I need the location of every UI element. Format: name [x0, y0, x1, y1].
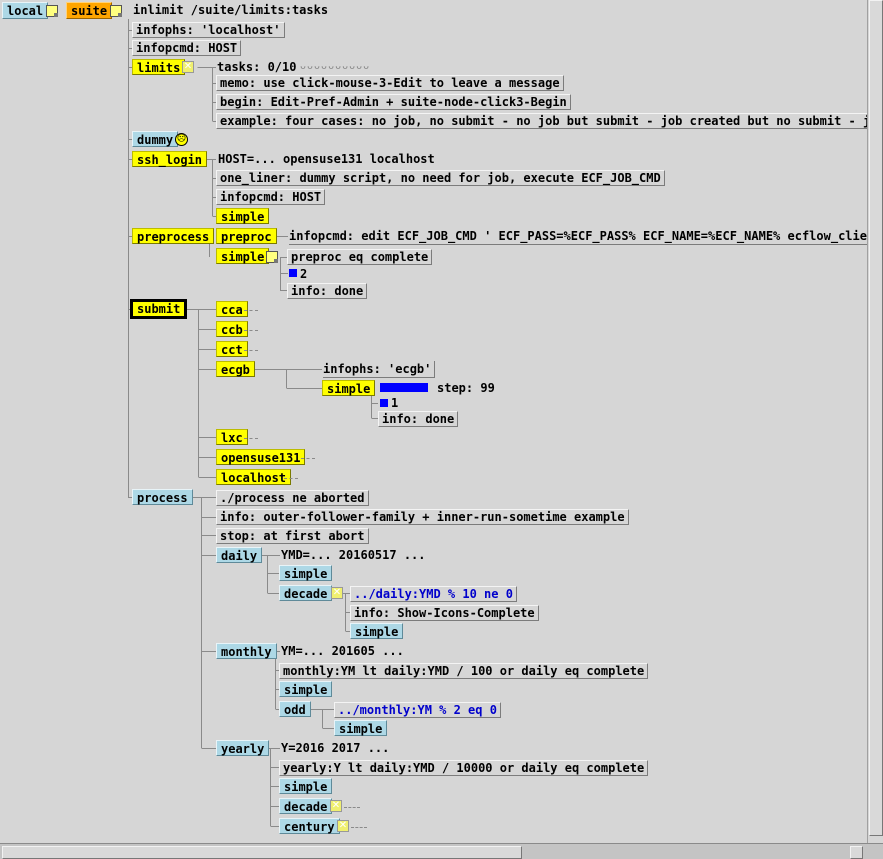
horizontal-scrollbar[interactable] — [0, 843, 883, 859]
task-node-cct[interactable]: cct — [216, 341, 248, 357]
family-node-preprocess[interactable]: preprocess — [132, 228, 215, 244]
task-node-monthly-simple[interactable]: simple — [279, 681, 333, 697]
step-meter-bar — [380, 383, 428, 392]
ym-repeat: YM=... 201605 ... — [281, 644, 404, 658]
task-node-ccb[interactable]: ccb — [216, 321, 248, 337]
task-node-ecgb-simple[interactable]: simple — [322, 380, 376, 396]
y-repeat: Y=2016 2017 ... — [281, 741, 390, 755]
node-tree-view: local suite inlimit /suite/limits:tasks … — [2, 2, 867, 834]
meter-bar — [289, 269, 297, 277]
one-liner-label: one_liner: dummy script, no need for job… — [216, 170, 665, 186]
task-node-localhost[interactable]: localhost — [216, 469, 292, 485]
family-node-decade[interactable]: decade — [279, 585, 333, 601]
scroll-corner — [850, 846, 863, 859]
task-node-opensuse131[interactable]: opensuse131 — [216, 449, 306, 465]
complete-x-icon: ✕ — [330, 800, 342, 812]
collapsed-indicator — [244, 330, 258, 333]
task-node-daily-simple[interactable]: simple — [279, 565, 333, 581]
server-node-local[interactable]: local — [2, 2, 49, 19]
ecgb-repeat-count: 1 — [391, 396, 399, 410]
host-variable: HOST=... opensuse131 localhost — [218, 152, 435, 166]
collapsed-indicator — [351, 827, 367, 830]
example-label: example: four cases: no job, no submit -… — [216, 113, 867, 129]
collapsed-indicator — [301, 458, 315, 461]
ymd-repeat: YMD=... 20160517 ... — [281, 548, 426, 562]
family-node-limits[interactable]: limits — [132, 59, 186, 75]
complete-x-icon: ✕ — [182, 61, 194, 73]
suite-node[interactable]: suite — [66, 2, 113, 19]
preproc-trigger: preproc eq complete — [287, 249, 433, 265]
family-node-daily[interactable]: daily — [216, 547, 263, 563]
task-node-yearly-simple[interactable]: simple — [279, 778, 333, 794]
preproc-info-label: info: done — [287, 283, 368, 299]
process-trigger: ./process ne aborted — [216, 490, 369, 506]
task-node-preprocess-simple[interactable]: simple — [216, 248, 270, 264]
task-node-cca[interactable]: cca — [216, 301, 248, 317]
complete-x-icon: ✕ — [331, 587, 343, 599]
repeat-bar — [380, 399, 388, 407]
note-icon — [110, 5, 122, 17]
decade-info-label: info: Show-Icons-Complete — [350, 605, 539, 621]
preproc-repeat-count: 2 — [300, 267, 308, 281]
collapsed-indicator — [244, 350, 258, 353]
limit-slots-indicator: ᴗᴗᴗᴗᴗᴗᴗᴗᴗᴗ — [300, 61, 371, 72]
family-node-process[interactable]: process — [132, 489, 193, 505]
process-info-label: info: outer-follower-family + inner-run-… — [216, 509, 629, 525]
family-node-century[interactable]: century — [279, 818, 340, 834]
preproc-infopcmd-variable: infopcmd: edit ECF_JOB_CMD ' ECF_PASS=%E… — [289, 228, 867, 245]
vertical-scrollbar[interactable] — [867, 0, 883, 843]
decade-trigger: ../daily:YMD % 10 ne 0 — [350, 586, 517, 602]
task-node-decade-simple[interactable]: simple — [350, 623, 404, 639]
family-node-yearly[interactable]: yearly — [216, 740, 270, 756]
ecgb-info-label: info: done — [378, 411, 459, 427]
infopcmd-variable: infopcmd: HOST — [132, 40, 242, 56]
ecgb-infophs-variable: infophs: 'ecgb' — [323, 361, 436, 378]
memo-label: memo: use click-mouse-3-Edit to leave a … — [216, 75, 564, 91]
vertical-scrollbar-thumb[interactable] — [869, 0, 883, 836]
yearly-trigger: yearly:Y lt daily:YMD / 10000 or daily e… — [279, 760, 649, 776]
ssh-infopcmd-variable: infopcmd: HOST — [216, 189, 326, 205]
task-node-lxc[interactable]: lxc — [216, 429, 248, 445]
family-node-ssh-login[interactable]: ssh_login — [132, 151, 208, 167]
collapsed-indicator — [344, 807, 360, 810]
task-node-ssh-simple[interactable]: simple — [216, 208, 270, 224]
step-meter-label: step: 99 — [437, 381, 495, 395]
horizontal-scrollbar-thumb[interactable] — [2, 846, 522, 859]
note-icon — [46, 5, 58, 17]
task-node-dummy[interactable]: dummy — [132, 131, 179, 147]
family-node-ecgb[interactable]: ecgb — [216, 361, 255, 377]
family-node-yearly-decade[interactable]: decade — [279, 798, 333, 814]
stop-label: stop: at first abort — [216, 528, 369, 544]
note-icon — [266, 251, 278, 263]
begin-label: begin: Edit-Pref-Admin + suite-node-clic… — [216, 94, 571, 110]
infophs-variable: infophs: 'localhost' — [132, 22, 285, 38]
family-node-monthly[interactable]: monthly — [216, 643, 277, 659]
task-node-preproc[interactable]: preproc — [216, 228, 277, 244]
family-node-submit[interactable]: submit — [130, 299, 188, 319]
collapsed-indicator — [284, 478, 298, 481]
monthly-trigger: monthly:YM lt daily:YMD / 100 or daily e… — [279, 663, 649, 679]
collapsed-indicator — [244, 438, 258, 441]
sad-face-icon: ☹ — [175, 133, 188, 146]
limit-tasks: tasks: 0/10 — [217, 60, 297, 74]
collapsed-indicator — [244, 310, 258, 313]
family-node-odd[interactable]: odd — [279, 701, 311, 717]
inlimit-attribute: inlimit /suite/limits:tasks — [133, 3, 329, 17]
odd-trigger: ../monthly:YM % 2 eq 0 — [334, 702, 501, 718]
task-node-odd-simple[interactable]: simple — [334, 720, 388, 736]
complete-x-icon: ✕ — [337, 820, 349, 832]
